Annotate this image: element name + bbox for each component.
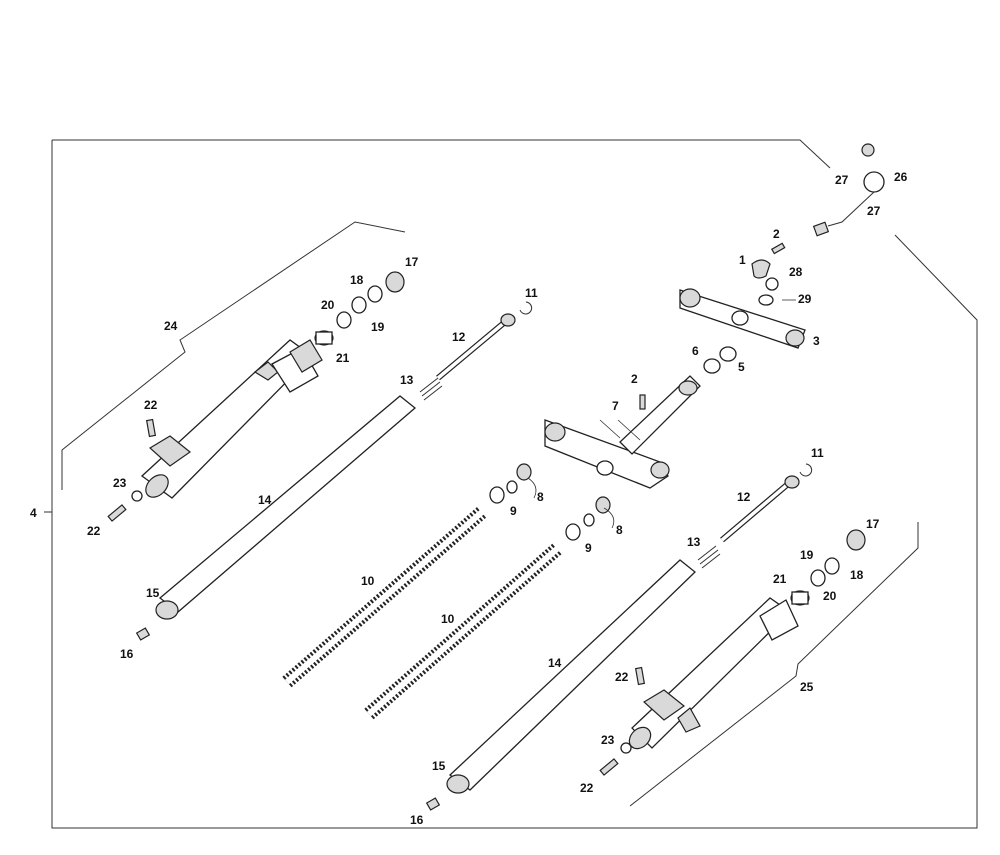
- label-part-21: 21: [773, 572, 787, 586]
- label-part-12: 12: [452, 330, 466, 344]
- label-part-19: 19: [800, 548, 814, 562]
- label-part-22: 22: [144, 398, 158, 412]
- ignition-switch-26: [812, 143, 885, 237]
- left-inner-tube-14: [135, 395, 417, 641]
- label-part-16: 16: [120, 647, 134, 661]
- label-part-13: 13: [687, 535, 701, 549]
- label-part-22: 22: [580, 781, 594, 795]
- label-part-12: 12: [737, 490, 751, 504]
- label-part-15: 15: [432, 759, 446, 773]
- label-part-5: 5: [738, 360, 745, 374]
- label-part-27: 27: [867, 204, 881, 218]
- spacer-set-8-9-upper: [489, 463, 532, 504]
- label-part-19: 19: [371, 320, 385, 334]
- label-part-14: 14: [258, 493, 272, 507]
- label-part-9: 9: [585, 541, 592, 555]
- left-damper-rod-12: [419, 301, 533, 401]
- spacer-set-8-9-lower: [565, 496, 611, 541]
- label-part-13: 13: [400, 373, 414, 387]
- right-fork-slider: [599, 529, 866, 776]
- label-part-22: 22: [615, 670, 629, 684]
- left-screws: [107, 418, 157, 522]
- label-part-23: 23: [113, 476, 127, 490]
- left-rings: [336, 271, 405, 329]
- label-part-10: 10: [441, 612, 455, 626]
- label-part-21: 21: [336, 351, 350, 365]
- label-part-20: 20: [823, 589, 837, 603]
- label-part-8: 8: [616, 523, 623, 537]
- bracket-24: [61, 221, 406, 490]
- spring-right-10: [364, 542, 563, 720]
- label-part-8: 8: [537, 490, 544, 504]
- spring-left-10: [282, 506, 487, 688]
- leader-lines: [527, 299, 796, 529]
- label-part-22: 22: [87, 524, 101, 538]
- label-part-3: 3: [813, 334, 820, 348]
- label-part-16: 16: [410, 813, 424, 827]
- label-part-17: 17: [405, 255, 419, 269]
- label-part-1: 1: [739, 253, 746, 267]
- label-part-18: 18: [850, 568, 864, 582]
- label-part-23: 23: [601, 733, 615, 747]
- label-part-14: 14: [548, 656, 562, 670]
- label-part-20: 20: [321, 298, 335, 312]
- label-part-6: 6: [692, 344, 699, 358]
- label-part-17: 17: [866, 517, 880, 531]
- label-part-18: 18: [350, 273, 364, 287]
- label-part-9: 9: [510, 504, 517, 518]
- label-part-25: 25: [800, 680, 814, 694]
- bracket-25: [629, 522, 919, 807]
- label-part-28: 28: [789, 265, 803, 279]
- upper-triple-clamp-3: [639, 242, 806, 410]
- label-part-4: 4: [30, 506, 37, 520]
- label-part-11: 11: [525, 286, 538, 300]
- label-part-10: 10: [361, 574, 375, 588]
- label-part-26: 26: [894, 170, 908, 184]
- label-part-2: 2: [631, 372, 638, 386]
- label-part-2: 2: [773, 227, 780, 241]
- frame-border: [52, 139, 831, 169]
- right-inner-tube-14: [425, 559, 696, 811]
- left-bushing-21: [314, 330, 334, 346]
- label-part-15: 15: [146, 586, 160, 600]
- label-part-11: 11: [811, 446, 824, 460]
- lower-triple-clamp-7: [544, 346, 737, 489]
- right-damper-rod-12: [697, 463, 813, 569]
- label-part-29: 29: [798, 292, 812, 306]
- label-part-24: 24: [164, 319, 178, 333]
- label-part-7: 7: [612, 399, 619, 413]
- label-part-27: 27: [835, 173, 849, 187]
- left-fork-slider: [140, 339, 323, 499]
